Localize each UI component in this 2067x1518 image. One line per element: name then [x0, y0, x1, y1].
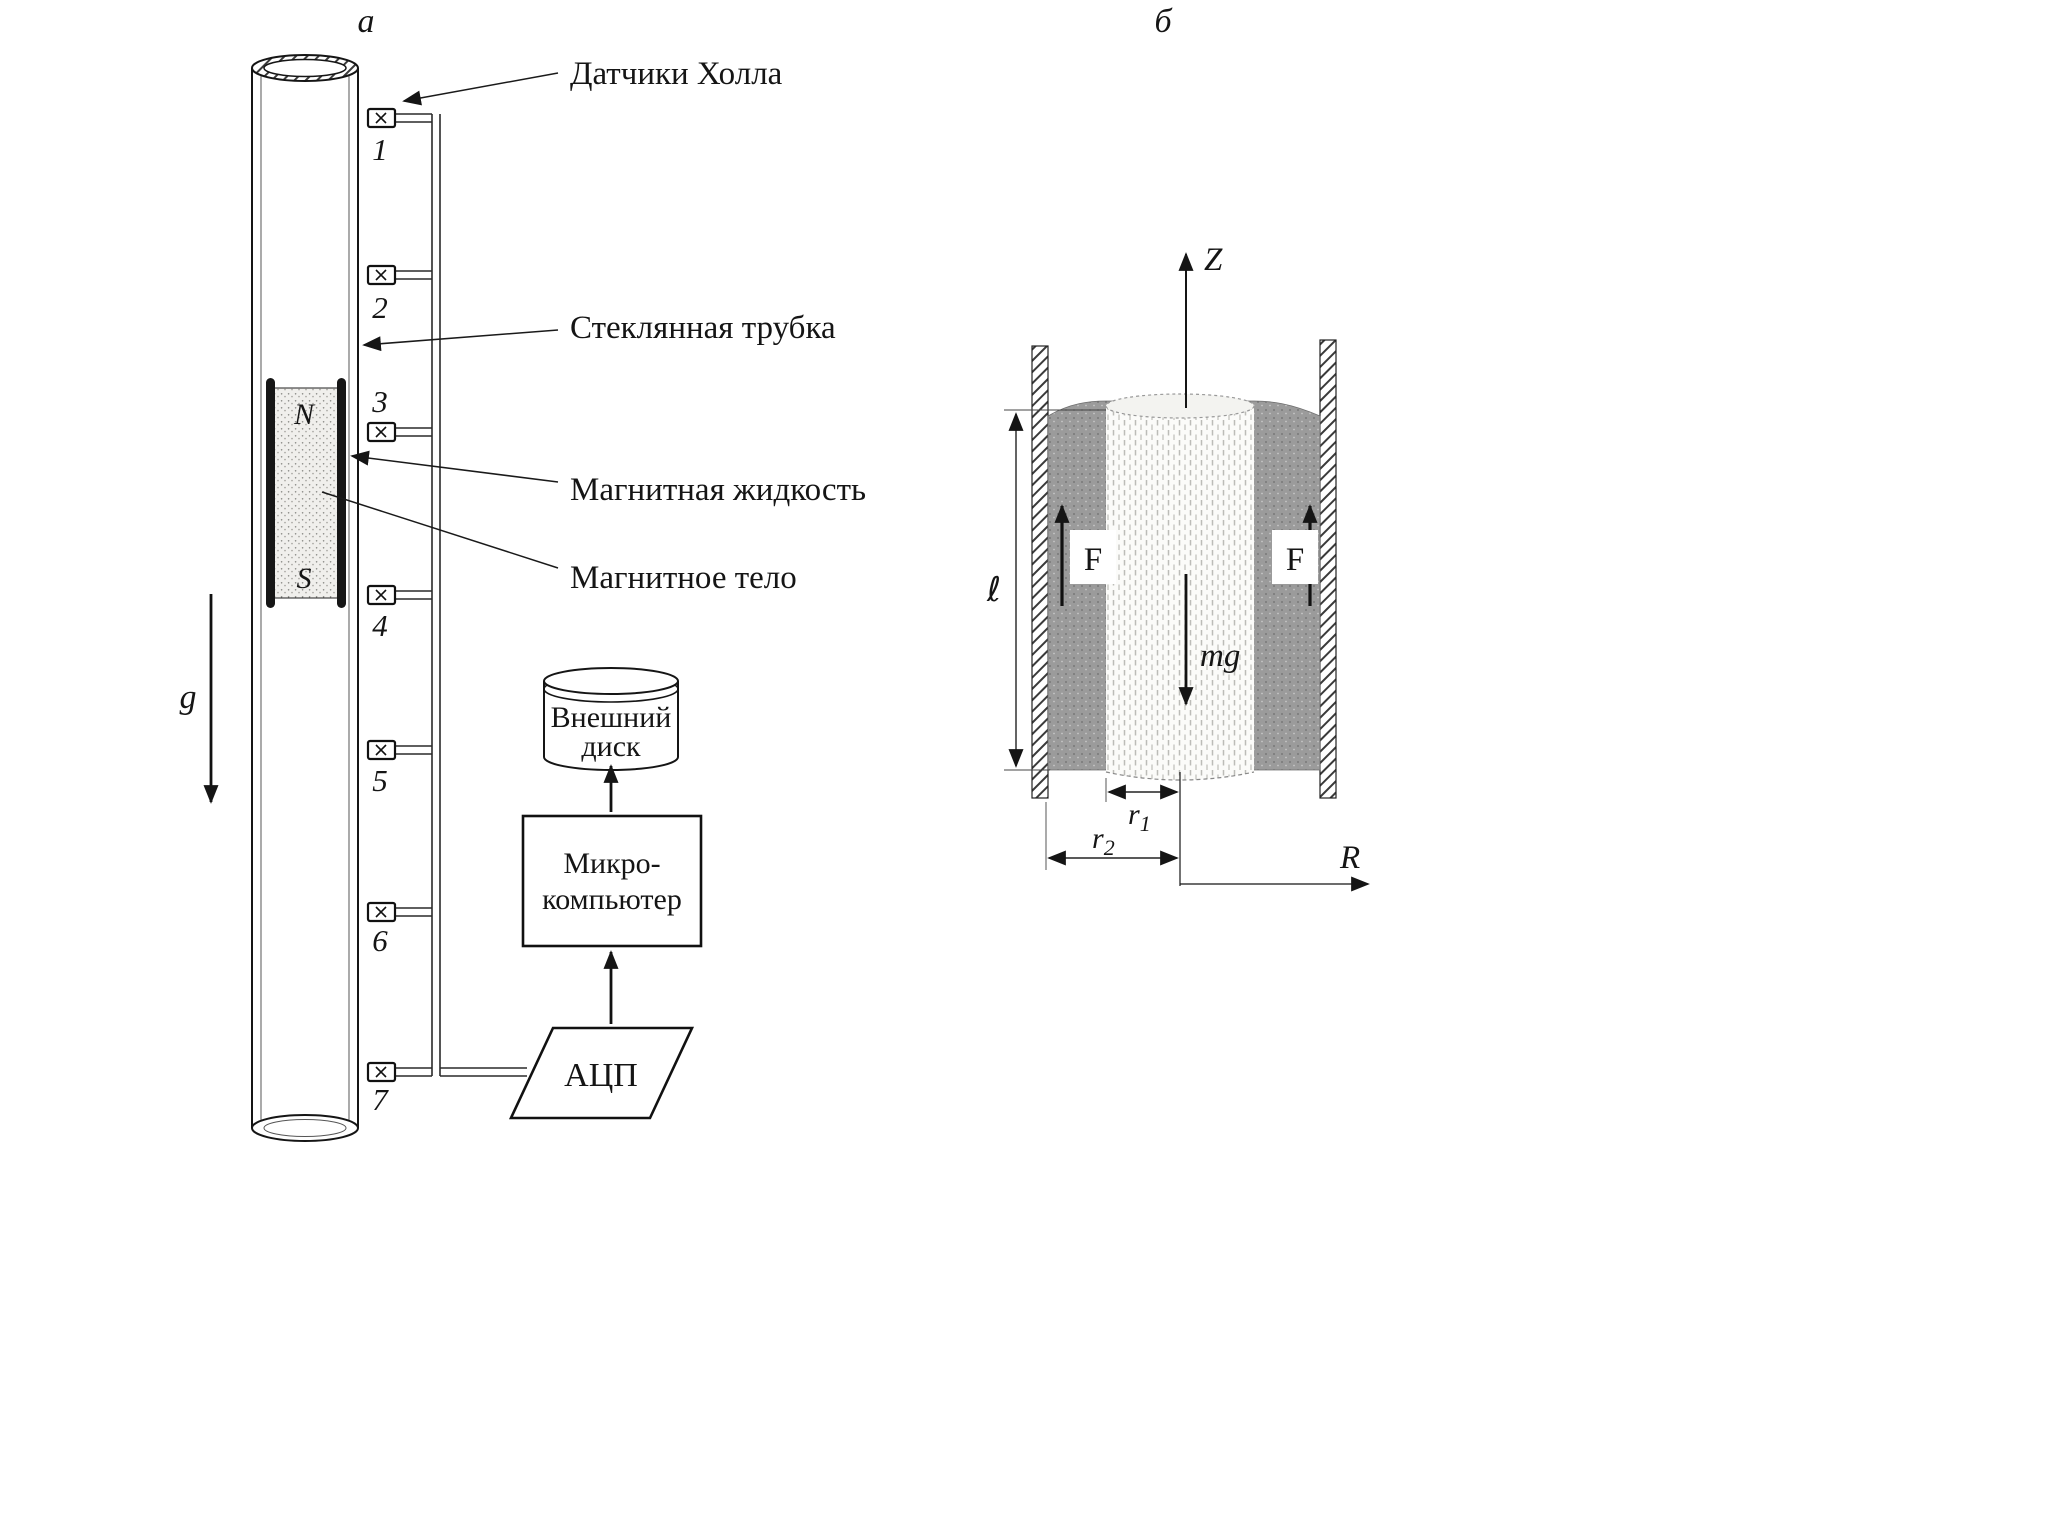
magnetic-fluid-band-right [337, 378, 346, 608]
sensor-number: 5 [372, 763, 388, 798]
body-callout-label: Магнитное тело [570, 560, 797, 596]
magnetic-body-section [1105, 393, 1255, 781]
tube-bottom-inner-rim [263, 1119, 347, 1137]
magnetic-body-top-ellipse [1105, 393, 1255, 419]
adc-block: АЦП [508, 1026, 695, 1120]
sensor-number: 1 [372, 132, 388, 167]
magnet-body [271, 387, 341, 599]
microcomputer-label-line1: Микро- [563, 847, 660, 880]
magnet-south-label: S [297, 562, 312, 595]
panel-a: а N S [180, 3, 866, 1142]
sensor-number: 6 [372, 923, 388, 958]
magnetic-fluid-band-left [266, 378, 275, 608]
hall-sensor-2: 2 [366, 264, 432, 325]
panel-a-title: а [358, 3, 375, 40]
force-label-left: F [1084, 542, 1102, 578]
gravity-label: g [180, 679, 197, 716]
force-left: F [1054, 504, 1116, 606]
hall-sensor-6: 6 [366, 901, 432, 958]
disk-rim-upper [543, 667, 679, 695]
r2-base: r [1092, 822, 1104, 855]
fluid-callout-arrow [350, 450, 559, 483]
adc-parallelogram [508, 1026, 695, 1120]
callouts: Датчики Холла Стеклянная трубка Магнитна… [321, 56, 866, 596]
length-label: ℓ [986, 570, 1001, 610]
x-mark-icon [375, 744, 387, 756]
r2-subscript: 2 [1104, 835, 1115, 860]
z-axis-label: Z [1204, 242, 1223, 278]
sensor-number: 2 [372, 290, 388, 325]
panel-b-title: б [1154, 3, 1173, 40]
body-callout-line [321, 491, 559, 569]
hall-sensor-5: 5 [366, 739, 432, 798]
length-dimension: ℓ [986, 409, 1106, 771]
force-label-box-right [1272, 530, 1318, 584]
sensor-number: 4 [372, 608, 388, 643]
tube-wall-left-section [1031, 345, 1049, 799]
x-mark-icon [375, 112, 387, 124]
magnet-assembly: N S [266, 378, 346, 608]
sensor-number: 7 [372, 1082, 389, 1117]
disk-label-line2: диск [581, 730, 641, 763]
r1-label: r1 [1128, 798, 1151, 836]
x-mark-icon [375, 426, 387, 438]
x-mark-icon [375, 269, 387, 281]
x-mark-icon [375, 589, 387, 601]
tube-callout-label: Стеклянная трубка [570, 310, 836, 346]
hall-callout-label: Датчики Холла [570, 56, 783, 92]
microcomputer-box [521, 814, 703, 948]
tube-callout-arrow [362, 329, 559, 352]
microcomputer-label-line2: компьютер [542, 883, 682, 916]
r1-base: r [1128, 798, 1140, 831]
hall-callout-arrow [402, 72, 559, 106]
weight-label: mg [1200, 638, 1240, 674]
magnet-north-label: N [293, 398, 316, 431]
sensor-bus [431, 114, 527, 1077]
sensor-number: 3 [371, 384, 388, 419]
r-axis-label: R [1339, 840, 1360, 876]
external-disk: Внешний диск [543, 667, 679, 771]
disk-label-line1: Внешний [551, 701, 672, 734]
panel-b: б Z F F mg [986, 3, 1370, 892]
hall-sensor-3: 3 [366, 384, 432, 443]
tube-top-opening [263, 58, 347, 78]
magnetic-body-fill [1106, 406, 1254, 772]
tube-wall-right-section [1319, 339, 1337, 799]
microcomputer: Микро- компьютер [521, 814, 703, 948]
hall-sensor-4: 4 [366, 584, 432, 643]
r2-dimension: r2 [1045, 802, 1179, 870]
r2-label: r2 [1092, 822, 1115, 860]
r1-dimension: r1 [1105, 778, 1179, 836]
tube-bottom-rim [251, 1114, 359, 1142]
hall-sensor-7: 7 [366, 1061, 432, 1117]
hall-sensor-1: 1 [366, 107, 432, 167]
fluid-callout-label: Магнитная жидкость [570, 472, 866, 508]
force-label-box-left [1070, 530, 1116, 584]
x-mark-icon [375, 1066, 387, 1078]
force-right: F [1272, 504, 1318, 606]
x-mark-icon [375, 906, 387, 918]
gravity-vector: g [180, 594, 219, 804]
adc-label: АЦП [564, 1057, 638, 1094]
force-label-right: F [1286, 542, 1304, 578]
r1-subscript: 1 [1140, 811, 1151, 836]
